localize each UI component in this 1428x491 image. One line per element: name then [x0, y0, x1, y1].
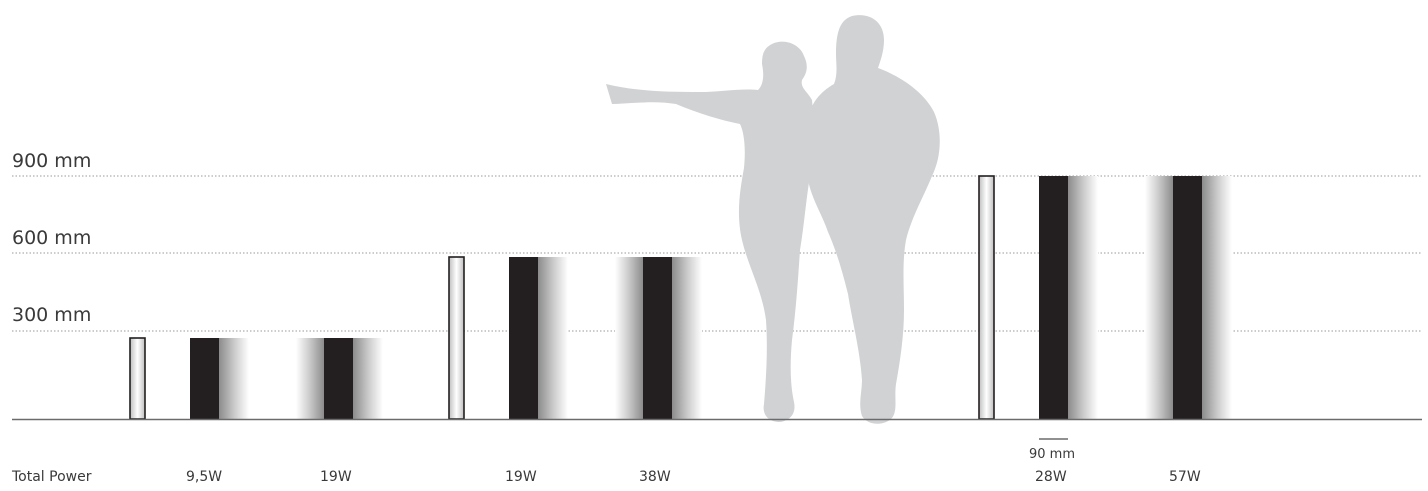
height-labels: 900 mm 600 mm 300 mm: [12, 150, 91, 326]
bollards: [129, 175, 1232, 420]
width-dimension-label: 90 mm: [1029, 447, 1075, 462]
man-silhouette: [806, 15, 940, 424]
bollard-shadow-left: [296, 338, 324, 419]
people-silhouette: [606, 15, 940, 424]
power-value: 19W: [505, 469, 537, 485]
bollard: [190, 338, 219, 419]
power-value: 9,5W: [186, 469, 222, 485]
width-dimension: 90 mm: [1029, 438, 1075, 462]
power-row: Total Power 9,5W 19W 19W 38W 28W 57W: [11, 469, 1201, 485]
slim-bollard: [978, 175, 995, 420]
height-gridlines: [12, 175, 1422, 332]
power-value: 19W: [320, 469, 352, 485]
woman-silhouette: [606, 41, 814, 422]
bollard-shadow-right: [353, 338, 383, 419]
bollard-shadow-right: [219, 338, 249, 419]
slim-bollard: [129, 337, 146, 420]
slim-bollard: [448, 256, 465, 420]
level-label-600: 600 mm: [12, 227, 91, 249]
level-label-300: 300 mm: [12, 304, 91, 326]
bollard-shadow-right: [1068, 176, 1098, 419]
power-row-label: Total Power: [11, 469, 92, 485]
bollard: [643, 257, 672, 419]
bollard: [509, 257, 538, 419]
power-value: 57W: [1169, 469, 1201, 485]
bollard-shadow-right: [672, 257, 702, 419]
bollard-shadow-right: [1202, 176, 1232, 419]
power-value: 28W: [1035, 469, 1067, 485]
bollard-shadow-right: [538, 257, 568, 419]
bollard-shadow-left: [1145, 176, 1173, 419]
bollard: [1173, 176, 1202, 419]
bollard: [324, 338, 353, 419]
bollard-shadow-left: [615, 257, 643, 419]
level-label-900: 900 mm: [12, 150, 91, 172]
power-value: 38W: [639, 469, 671, 485]
bollard: [1039, 176, 1068, 419]
